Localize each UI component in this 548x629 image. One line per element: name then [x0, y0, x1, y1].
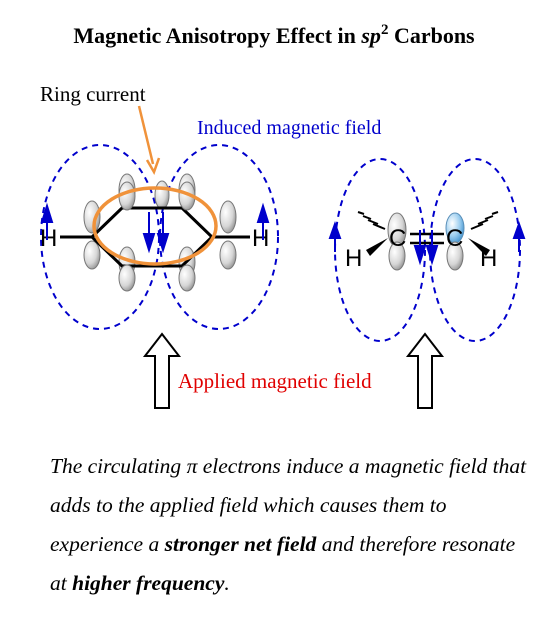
applied-field-label: Applied magnetic field — [178, 369, 372, 393]
caption-paragraph: The circulating π electrons induce a mag… — [50, 454, 527, 595]
ring-current-label: Ring current — [40, 82, 146, 106]
alkene-c-right: C — [446, 225, 463, 252]
ring-current-ellipse — [92, 186, 218, 266]
alkene-h-left: H — [345, 245, 362, 272]
benzene-field-arrows — [40, 202, 270, 254]
benzene-orbitals-front — [118, 181, 196, 292]
applied-field-arrow-right — [405, 332, 445, 409]
page-title: Magnetic Anisotropy Effect in sp2 Carbon… — [73, 22, 475, 48]
benzene-h-right: H — [252, 225, 269, 252]
induced-field-label: Induced magnetic field — [197, 117, 381, 139]
applied-field-arrow-left — [142, 332, 182, 409]
ring-current-pointer — [137, 105, 161, 175]
field-loop-alkene-left — [334, 158, 426, 342]
alkene-h-right: H — [480, 245, 497, 272]
field-loop-alkene-right — [429, 158, 521, 342]
field-loop-right — [159, 144, 279, 330]
field-loop-left — [40, 144, 160, 330]
alkene-molecule — [357, 211, 499, 271]
alkene-field-arrows — [328, 221, 526, 266]
alkene-c-left: C — [389, 225, 406, 252]
benzene-h-left: H — [40, 225, 57, 252]
